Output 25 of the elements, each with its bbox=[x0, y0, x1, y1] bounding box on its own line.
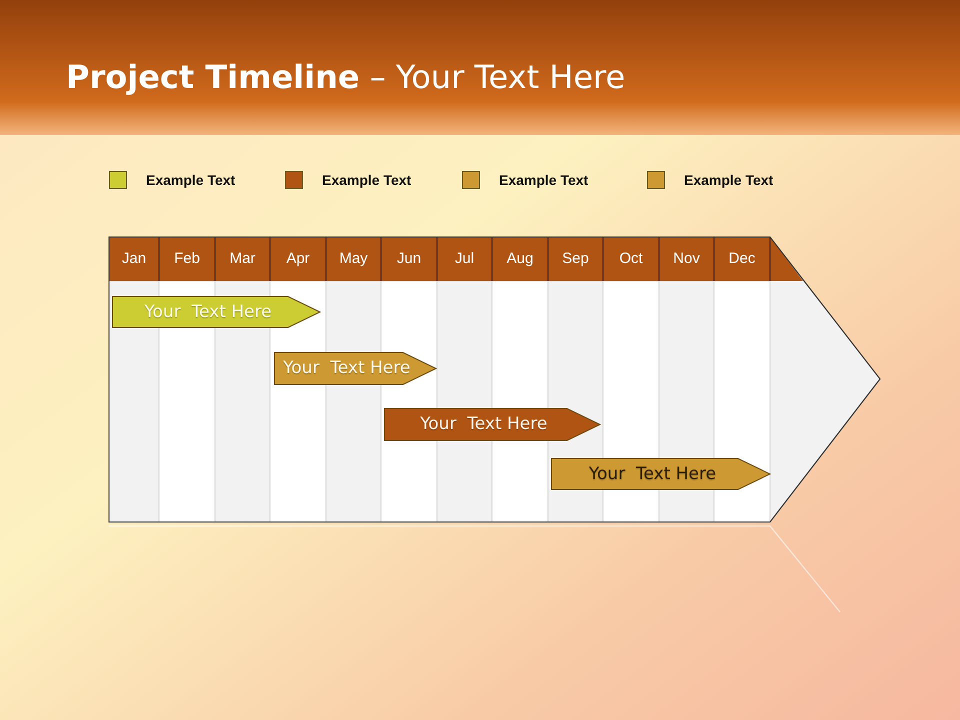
task-label: Your Text Here bbox=[282, 357, 412, 380]
gantt-task-bar bbox=[384, 408, 600, 441]
legend-label: Example Text bbox=[499, 172, 588, 188]
month-label: Nov bbox=[672, 249, 701, 269]
month-label: May bbox=[338, 249, 369, 269]
legend-label: Example Text bbox=[322, 172, 412, 188]
gantt-task-bar bbox=[112, 296, 320, 328]
task-label: Your Text Here bbox=[143, 301, 273, 324]
month-label: Sep bbox=[561, 249, 590, 269]
gantt-task-bar bbox=[551, 458, 770, 490]
month-label: Aug bbox=[506, 249, 534, 269]
month-label: Feb bbox=[173, 249, 201, 269]
month-label: Apr bbox=[285, 249, 311, 269]
month-label: Jul bbox=[454, 249, 476, 269]
title: Project Timeline – Your Text Here bbox=[66, 58, 626, 96]
month-label: Jun bbox=[396, 249, 422, 269]
month-label: Mar bbox=[228, 249, 256, 269]
task-label: Your Text Here bbox=[419, 413, 548, 436]
gantt-task-bar bbox=[274, 352, 436, 385]
legend-label: Example Text bbox=[684, 172, 774, 188]
legend-label: Example Text bbox=[146, 172, 236, 188]
month-label: Oct bbox=[618, 249, 644, 269]
task-label: Your Text Here bbox=[588, 463, 718, 486]
month-label: Jan bbox=[120, 249, 148, 269]
month-label: Dec bbox=[728, 249, 756, 269]
